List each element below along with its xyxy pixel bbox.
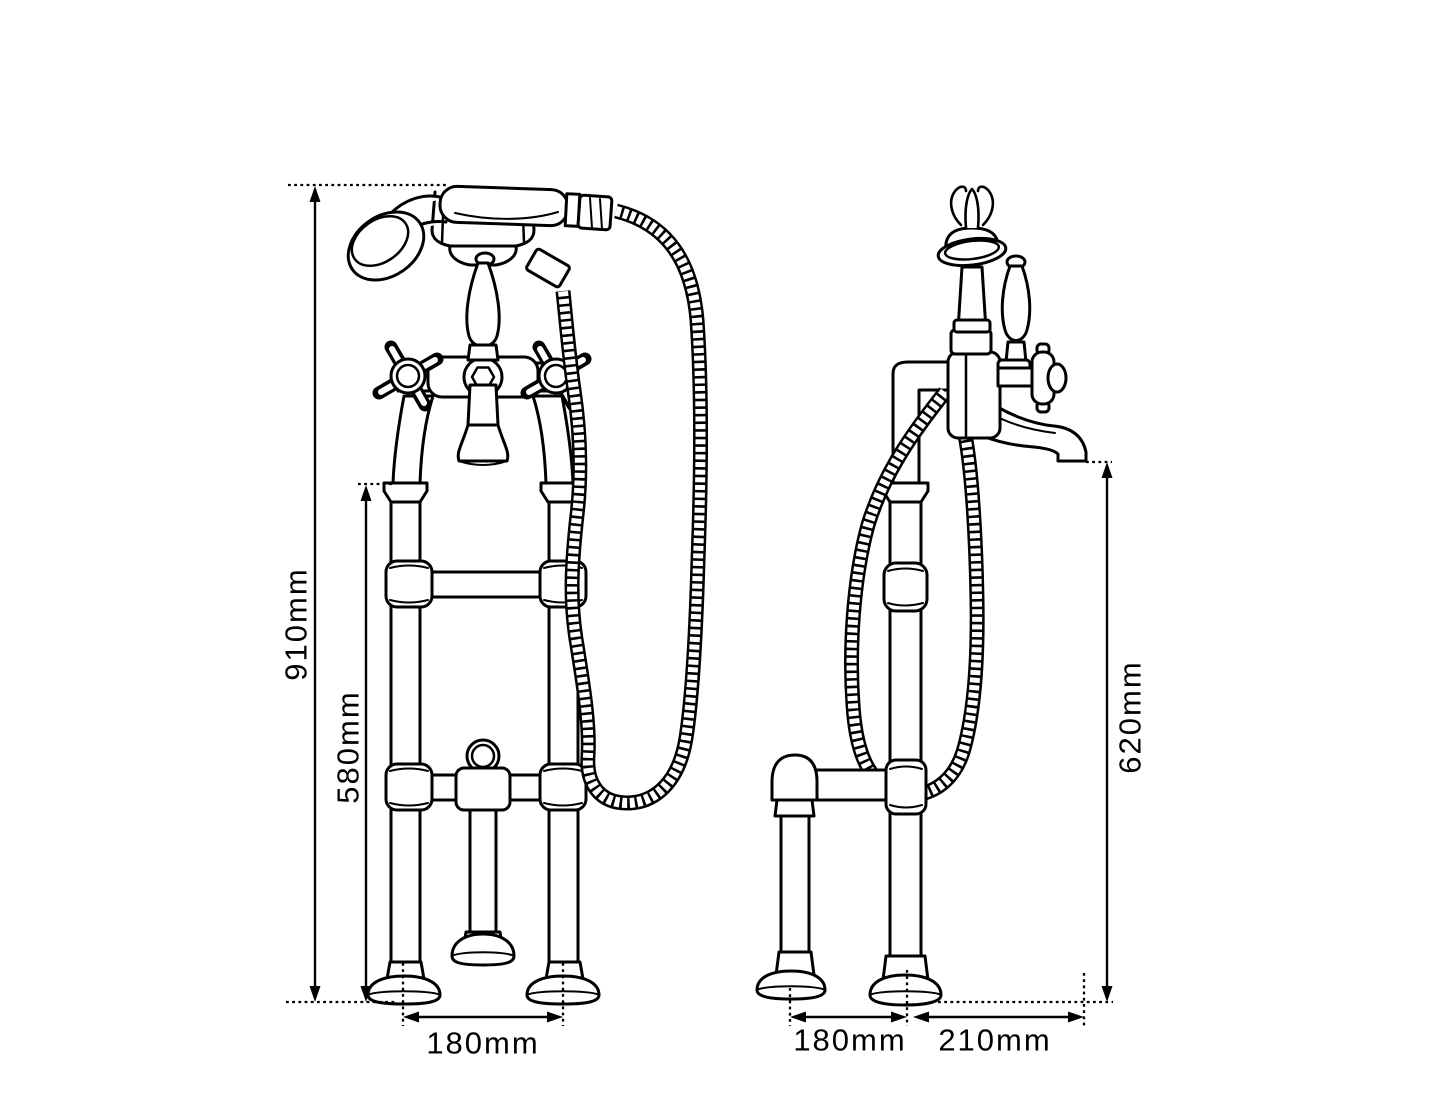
standpipe-side xyxy=(881,360,955,964)
hose-nut xyxy=(576,193,614,232)
arrowhead-up xyxy=(360,485,372,501)
dimension-lines xyxy=(286,183,1113,1026)
dim-label-580mm: 580mm xyxy=(331,690,366,803)
dim-label-620mm: 620mm xyxy=(1113,660,1148,773)
crossbar-lower xyxy=(384,738,588,812)
arrowhead-left xyxy=(403,1011,419,1023)
arrowhead-right xyxy=(891,1011,907,1023)
foot-main-side xyxy=(868,954,943,1007)
crossbar-upper xyxy=(384,559,588,609)
porcelain-lever-front xyxy=(465,251,501,362)
cross-handle-left xyxy=(372,340,444,412)
dim-foot-centres-front xyxy=(403,1011,563,1023)
arrowhead-down xyxy=(360,986,372,1002)
shower-hose-side xyxy=(844,387,985,803)
tee-connector-side xyxy=(884,758,928,816)
arrowhead-down xyxy=(309,986,321,1002)
handshower-head xyxy=(346,210,426,282)
shower-riser-side xyxy=(952,265,992,334)
arrowhead-left xyxy=(790,1011,806,1023)
arrowhead-up xyxy=(1101,462,1113,478)
arrowhead-right xyxy=(1068,1011,1084,1023)
shower-hose-front xyxy=(555,203,708,811)
front-leg-assembly xyxy=(755,753,894,1001)
dim-overall-height xyxy=(309,186,321,1002)
supply-tube-right xyxy=(531,394,575,485)
handshower-head-side xyxy=(936,226,1008,268)
porcelain-lever-side xyxy=(996,254,1032,384)
dim-label-910mm: 910mm xyxy=(279,567,314,680)
front-view-figure xyxy=(346,184,708,1006)
arrowhead-down xyxy=(1101,986,1113,1002)
cross-handle-side xyxy=(996,342,1068,414)
dim-spout-projection xyxy=(913,1011,1084,1023)
arrowhead-left xyxy=(913,1011,929,1023)
dim-foot-centres-side xyxy=(790,1011,907,1023)
cradle-crown-side xyxy=(949,185,995,230)
centre-support-leg xyxy=(450,808,516,967)
arrowhead-up xyxy=(309,186,321,202)
valve-body-side xyxy=(946,328,1002,440)
supply-tube-left xyxy=(391,394,435,485)
dim-label-180mm-side: 180mm xyxy=(793,1023,906,1058)
dim-spout-height xyxy=(1101,462,1113,1002)
side-view-figure xyxy=(755,185,1088,1007)
dim-label-180mm-front: 180mm xyxy=(426,1026,539,1061)
arrowhead-right xyxy=(547,1011,563,1023)
dim-label-210mm: 210mm xyxy=(938,1023,1051,1058)
spout-front xyxy=(456,383,510,466)
dim-standpipe-height xyxy=(360,485,372,1002)
standpipe-left xyxy=(382,481,429,966)
hose-connector-angled xyxy=(525,247,571,289)
